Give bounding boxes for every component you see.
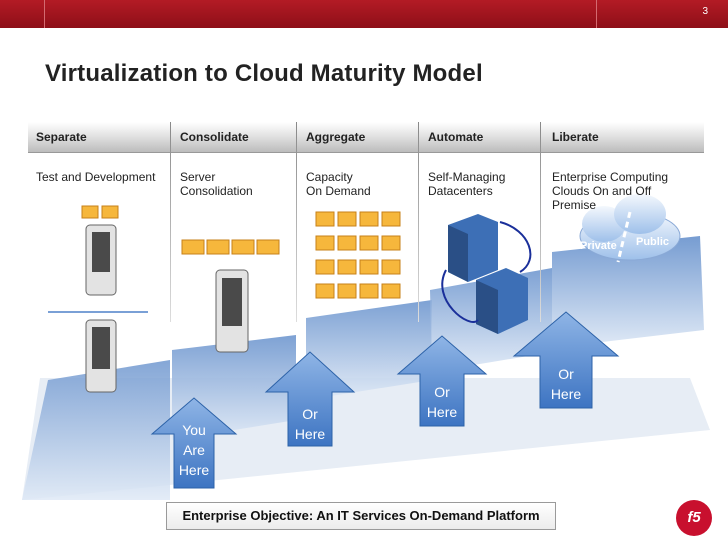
arrow-line: You [182, 422, 206, 438]
stage-label-automate: Automate [428, 130, 484, 144]
vm-group-separate [81, 205, 119, 219]
stage-label-liberate: Liberate [552, 130, 599, 144]
page-title: Virtualization to Cloud Maturity Model [45, 60, 483, 87]
stage-label-separate: Separate [36, 130, 87, 144]
vm-grid-aggregate [315, 211, 401, 299]
stage-divider [170, 122, 171, 322]
arrow-you-are-here [150, 397, 238, 489]
stage-divider [540, 122, 541, 322]
stage-desc-liberate: Enterprise Computing Clouds On and Off P… [552, 170, 669, 212]
cloud-public-label: Public [636, 236, 670, 248]
stage-desc-separate: Test and Development [36, 170, 156, 184]
stage-desc-consolidate: Server Consolidation [180, 170, 253, 198]
vm-group-consolidate [181, 239, 280, 255]
arrow-line: Here [178, 462, 210, 478]
arrow-line: Are [183, 442, 205, 458]
arrow-line: Or [558, 366, 574, 382]
arrow-line: Or [434, 384, 450, 400]
arrow-label-or-here: Or Here [420, 382, 464, 422]
cloud-private-label: Private [580, 240, 617, 252]
arrow-label-you-are-here: You Are Here [174, 420, 214, 480]
step-liberate [552, 236, 704, 348]
arrow-label-or-here: Or Here [288, 404, 332, 444]
arrow-label-or-here: Or Here [540, 364, 592, 404]
stage-divider [418, 122, 419, 322]
stage-header-bar [28, 122, 704, 153]
arrow-line: Or [302, 406, 318, 422]
arrow-line: Here [294, 426, 326, 442]
arrow-or-here-2 [396, 335, 488, 427]
banner-divider [44, 0, 45, 28]
datacenter-building-icon [476, 268, 528, 334]
server-icon [85, 224, 117, 296]
server-icon [215, 269, 249, 353]
arrow-or-here-3 [512, 311, 620, 409]
cloud-icon [579, 194, 681, 263]
cycle-arrow [441, 269, 479, 323]
stage-desc-aggregate: Capacity On Demand [306, 170, 371, 198]
datacenter-building-icon [448, 214, 498, 282]
stage-label-consolidate: Consolidate [180, 130, 249, 144]
arrow-line: Here [426, 404, 458, 420]
enterprise-objective-box: Enterprise Objective: An IT Services On-… [166, 502, 556, 530]
step-separate [22, 360, 170, 500]
f5-logo-icon: f5 [676, 500, 712, 536]
banner-divider [596, 0, 597, 28]
stage-desc-automate: Self-Managing Datacenters [428, 170, 506, 198]
step-aggregate [306, 300, 432, 400]
cycle-arrow [499, 221, 532, 273]
server-icon [85, 319, 117, 393]
arrow-or-here-1 [264, 351, 356, 447]
stage-label-aggregate: Aggregate [306, 130, 366, 144]
arrow-line: Here [550, 386, 582, 402]
page-number: 3 [702, 6, 708, 17]
top-banner: 3 [0, 0, 728, 28]
stage-divider [296, 122, 297, 322]
